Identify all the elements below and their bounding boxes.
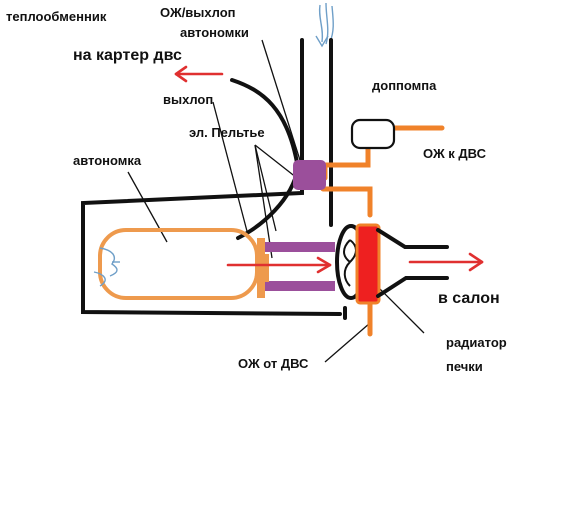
peltier-elements — [257, 160, 335, 291]
fan-blades — [343, 239, 357, 287]
label-exhaust: выхлоп — [163, 92, 214, 107]
heater-radiator — [355, 223, 381, 305]
label-coolant-to-engine: ОЖ к ДВС — [423, 146, 486, 161]
heater-flame — [93, 247, 120, 287]
flow-arrows — [174, 65, 484, 274]
cabin-outlet — [376, 228, 449, 298]
heat-exchanger-body — [81, 38, 347, 320]
extra-pump — [350, 118, 396, 150]
label-peltier: эл. Пельтье — [189, 125, 265, 140]
label-coolant-exhaust-2: автономки — [180, 25, 249, 40]
air-intake-arrow — [315, 2, 334, 48]
label-heater-radiator-1: радиатор — [446, 335, 507, 350]
label-coolant-from-engine: ОЖ от ДВС — [238, 356, 309, 371]
heater-stubs — [257, 238, 269, 298]
label-extra-pump: доппомпа — [372, 78, 437, 93]
label-coolant-exhaust-1: ОЖ/выхлоп — [160, 5, 236, 20]
label-heat-exchanger: теплообменник — [6, 9, 107, 24]
label-to-crankcase: на картер двс — [73, 47, 182, 64]
label-autonomous-heater: автономка — [73, 153, 142, 168]
label-heater-radiator-2: печки — [446, 359, 483, 374]
label-to-cabin: в салон — [438, 290, 500, 307]
